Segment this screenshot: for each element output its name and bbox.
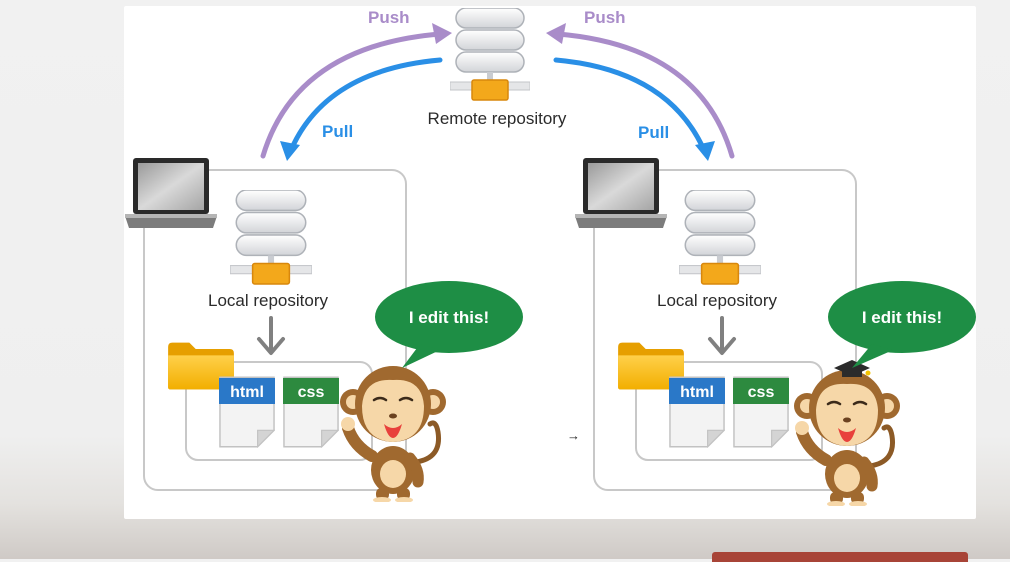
left-html-label: html bbox=[230, 384, 264, 401]
pull-label-right: Pull bbox=[638, 123, 669, 142]
right-monkey-icon bbox=[794, 370, 900, 507]
left-local-server-icon bbox=[230, 190, 312, 285]
left-bubble-text: I edit this! bbox=[409, 308, 489, 327]
right-local-repository-label: Local repository bbox=[657, 291, 778, 310]
git-workflow-diagram: Push Push Pull Pull Remote repository Lo… bbox=[125, 8, 976, 519]
left-laptop-icon bbox=[125, 158, 217, 228]
left-monkey-icon bbox=[340, 366, 446, 503]
left-local-repository-label: Local repository bbox=[208, 291, 329, 310]
pointer-cursor-icon: → bbox=[567, 428, 580, 443]
pull-arrow-left bbox=[288, 57, 443, 153]
push-arrow-right bbox=[555, 31, 735, 159]
push-label-right: Push bbox=[584, 8, 626, 27]
right-local-server-icon bbox=[679, 190, 761, 285]
push-arrow-left bbox=[260, 31, 443, 159]
push-label-left: Push bbox=[368, 8, 410, 27]
pull-label-left: Pull bbox=[322, 122, 353, 141]
right-bubble-text: I edit this! bbox=[862, 308, 942, 327]
right-laptop-icon bbox=[575, 158, 667, 228]
left-down-arrow bbox=[257, 316, 285, 355]
remote-server-icon bbox=[450, 8, 530, 101]
left-speech-bubble bbox=[375, 281, 523, 368]
right-css-label: css bbox=[748, 384, 775, 401]
pull-arrow-right bbox=[553, 57, 707, 153]
remote-repository-label: Remote repository bbox=[428, 109, 567, 128]
left-css-label: css bbox=[298, 384, 325, 401]
bottom-red-bar bbox=[712, 552, 968, 562]
right-speech-bubble bbox=[828, 281, 976, 368]
right-html-label: html bbox=[680, 384, 714, 401]
right-down-arrow bbox=[708, 316, 736, 355]
slide: Push Push Pull Pull Remote repository Lo… bbox=[124, 6, 976, 519]
